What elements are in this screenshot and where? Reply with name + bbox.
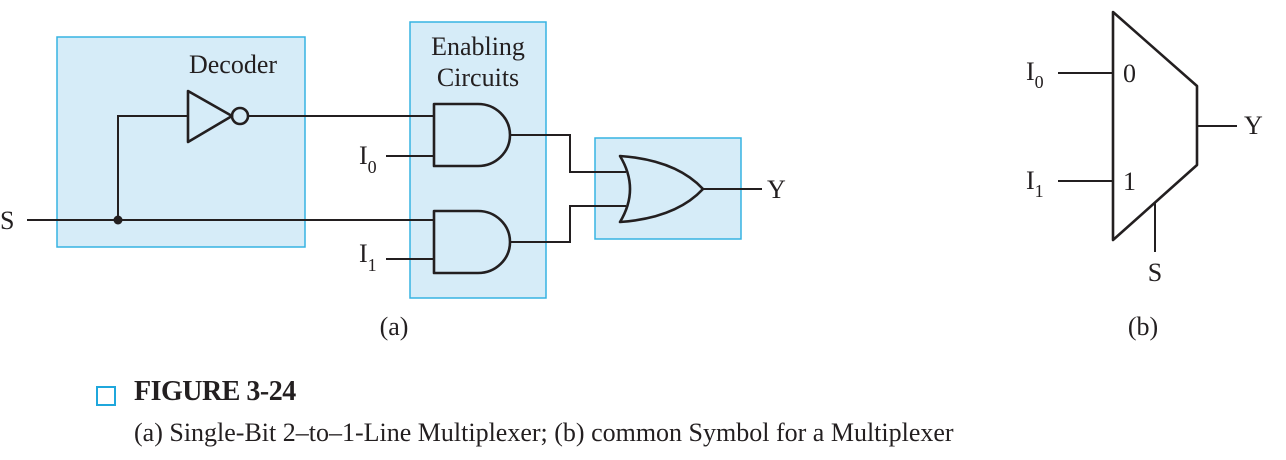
- mux-i1-label: I1: [1026, 166, 1044, 201]
- and1-to-or-wire: [510, 134, 626, 173]
- mux-port-0-label: 0: [1123, 59, 1136, 88]
- output-y-label: Y: [767, 175, 786, 204]
- select-input-label: S: [0, 206, 14, 235]
- mux-i0-subscript: 0: [1035, 72, 1044, 92]
- i1-subscript: 1: [368, 255, 377, 275]
- inverter-gate: [186, 89, 234, 144]
- decoder-box: [56, 36, 306, 248]
- i1-input-label: I1: [359, 239, 377, 275]
- decoder-label: Decoder: [189, 50, 277, 79]
- and2-to-or-wire: [510, 205, 626, 243]
- panel-b-label: (b): [1128, 312, 1158, 341]
- mux-i1-subscript: 1: [1035, 181, 1044, 201]
- panel-a: Decoder Enabling Circuits S I0 I1 Y (a): [0, 21, 786, 341]
- mux-port-1-label: 1: [1123, 167, 1136, 196]
- mux-i0-label: I0: [1026, 57, 1044, 92]
- and-gate-top: [432, 102, 512, 168]
- inverter-bubble: [230, 106, 250, 126]
- i0-subscript: 0: [368, 157, 377, 177]
- mux-select-label: S: [1148, 258, 1162, 287]
- enabling-label-line1: Enabling: [431, 32, 525, 61]
- enabling-circuits-box: [409, 21, 547, 299]
- figure-caption: (a) Single-Bit 2–to–1-Line Multiplexer; …: [134, 418, 954, 447]
- select-branch-wire: [117, 115, 188, 220]
- mux-symbol: [1111, 10, 1199, 242]
- mux-i1-base: I: [1026, 166, 1035, 195]
- i0-base: I: [359, 141, 368, 170]
- panel-b: I0 I1 0 1 Y S (b): [1026, 10, 1263, 341]
- mux-output-y-label: Y: [1244, 111, 1263, 140]
- or-gate: [618, 154, 705, 224]
- enabling-label-line2: Circuits: [437, 63, 519, 92]
- i0-input-label: I0: [359, 141, 377, 177]
- i1-base: I: [359, 239, 368, 268]
- mux-i0-base: I: [1026, 57, 1035, 86]
- and-gate-bottom: [432, 209, 512, 275]
- junction-dot: [113, 215, 123, 225]
- figure-number: FIGURE 3-24: [134, 376, 296, 407]
- caption-square-icon: [96, 386, 116, 406]
- panel-a-label: (a): [380, 312, 409, 341]
